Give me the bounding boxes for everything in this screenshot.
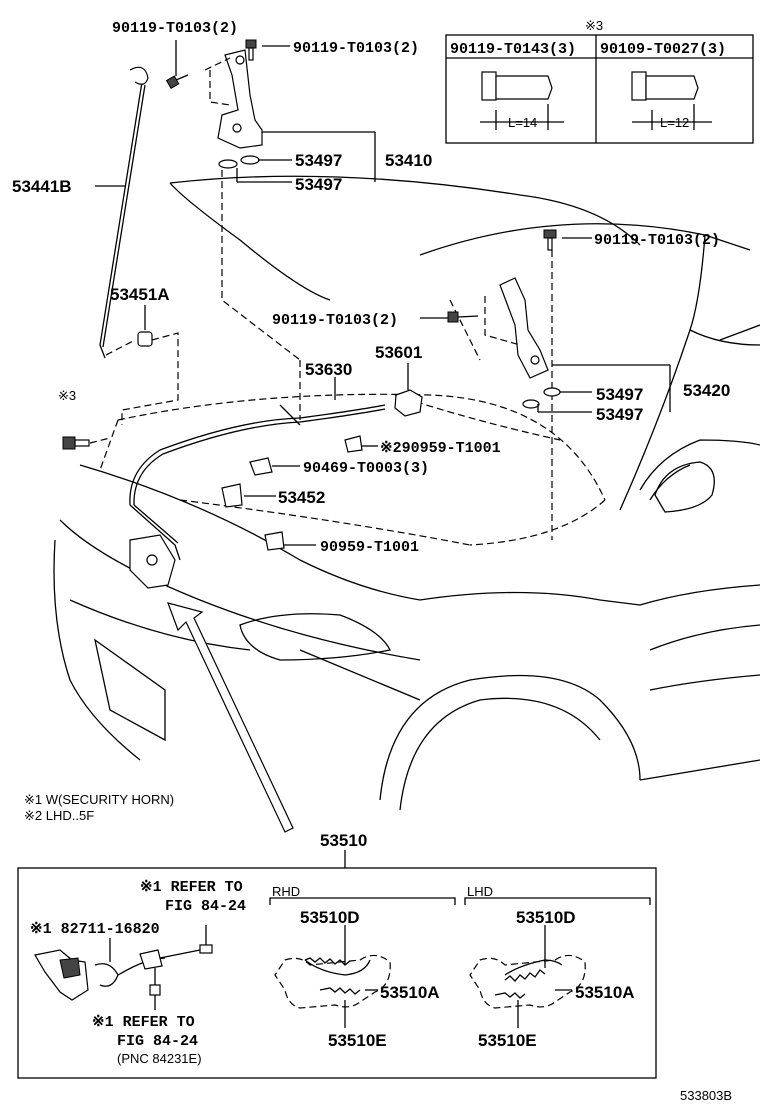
bolt-label-right-side: 90119-T0103(2) <box>272 312 398 329</box>
cushion-label-left-1: 53497 <box>295 151 342 170</box>
mark3-label: ※3 <box>58 388 76 403</box>
refer-bot-2: FIG 84-24 <box>117 1033 198 1050</box>
bolt-detail-inset <box>445 34 754 144</box>
switch-part-label: ※1 82711-16820 <box>30 921 160 938</box>
inset-mark-label: ※3 <box>585 18 603 33</box>
lhd-d-label: 53510D <box>516 908 576 927</box>
clamp-label-4: 90959-T1001 <box>320 539 419 556</box>
sensor-label: 53601 <box>375 343 422 362</box>
lhd-latch-icon <box>469 925 586 1028</box>
rhd-a-label: 53510A <box>380 983 440 1002</box>
bolt-label-right-top: 90119-T0103(2) <box>594 232 720 249</box>
left-hood-hinge <box>204 40 263 149</box>
rhd-label: RHD <box>272 884 300 899</box>
bolt-label-top: 90119-T0103(2) <box>293 40 419 57</box>
labels: 90119-T0103(2) 90119-T0103(2) 53441B 534… <box>12 18 732 1103</box>
rhd-latch-icon <box>274 925 391 1028</box>
hood-sensor-icon <box>394 389 423 417</box>
figure-id: 533803B <box>680 1088 732 1103</box>
hood-lock-icon <box>129 534 176 589</box>
leader-lines <box>95 40 671 868</box>
inset-length-1: L=14 <box>508 115 537 130</box>
refer-bot-3: (PNC 84231E) <box>117 1051 202 1066</box>
bolt-label-top-left: 90119-T0103(2) <box>112 20 238 37</box>
refer-bot-1: ※1 REFER TO <box>92 1014 195 1031</box>
lhd-a-label: 53510A <box>575 983 635 1002</box>
side-bolt-icon <box>62 436 111 450</box>
grommet-label: 53451A <box>110 285 170 304</box>
lhd-label: LHD <box>467 884 493 899</box>
lock-switch-icon <box>34 925 213 1010</box>
hinge-assy-label-right: 53420 <box>683 381 730 400</box>
right-hinge-bolt-icon <box>447 229 557 323</box>
lock-box-title: 53510 <box>320 831 367 850</box>
cushion-label-right-1: 53497 <box>596 385 643 404</box>
vehicle-outline <box>53 170 760 811</box>
lhd-e-label: 53510E <box>478 1031 537 1050</box>
release-cable <box>129 360 386 561</box>
note-1: ※1 W(SECURITY HORN) <box>24 792 174 807</box>
hood-lock-detail-box <box>17 867 657 1079</box>
note-2: ※2 LHD..5F <box>24 808 94 823</box>
inset-part-1: 90119-T0143(3) <box>450 41 576 58</box>
clamp-label-2: 90469-T0003(3) <box>303 460 429 477</box>
cushion-label-right-2: 53497 <box>596 405 643 424</box>
bolt-l12-icon <box>631 71 712 130</box>
inset-length-2: L=12 <box>660 115 689 130</box>
cushion-icon <box>218 155 260 169</box>
detail-arrow <box>167 602 294 833</box>
right-hood-hinge <box>484 277 549 379</box>
hinge-assy-label-left: 53410 <box>385 151 432 170</box>
rhd-e-label: 53510E <box>328 1031 387 1050</box>
right-cushion-icon <box>522 387 561 409</box>
hinge-bolt-icon <box>165 39 257 90</box>
inset-part-2: 90109-T0027(3) <box>600 41 726 58</box>
rhd-d-label: 53510D <box>300 908 360 927</box>
clamp-label-1: ※290959-T1001 <box>380 440 501 457</box>
cable-label: 53630 <box>305 360 352 379</box>
clamp-label-3: 53452 <box>278 488 325 507</box>
refer-top-1: ※1 REFER TO <box>140 879 243 896</box>
bolt-l14-icon <box>480 71 564 130</box>
grommet-icon <box>105 331 179 425</box>
support-rod-label: 53441B <box>12 177 72 196</box>
refer-top-2: FIG 84-24 <box>165 898 246 915</box>
cushion-label-left-2: 53497 <box>295 175 342 194</box>
cable-clamp-icon <box>221 435 363 551</box>
hood-support-rod <box>99 66 149 359</box>
